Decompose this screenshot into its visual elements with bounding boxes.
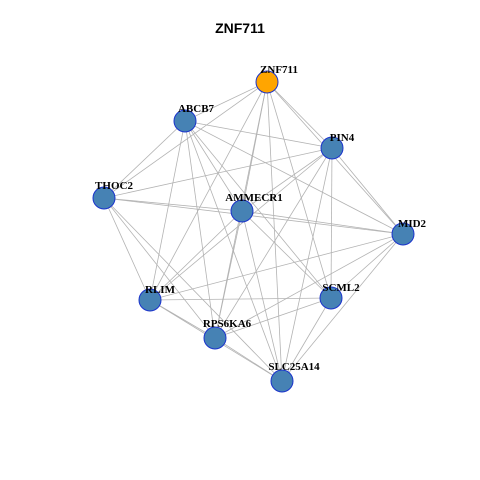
node-rps6ka6[interactable]	[203, 326, 227, 350]
edge-mid2-slc25a14	[281, 233, 404, 382]
edge-pin4-scml2	[330, 147, 333, 299]
edge-ammecr1-scml2	[241, 210, 332, 299]
node-slc25a14[interactable]	[270, 369, 294, 393]
node-label-rps6ka6: RPS6KA6	[203, 318, 252, 330]
edge-mid2-rlim	[149, 233, 404, 301]
node-abcb7[interactable]	[173, 109, 197, 133]
edge-pin4-slc25a14	[281, 147, 333, 382]
edge-mid2-rps6ka6	[214, 233, 404, 339]
edge-thoc2-rps6ka6	[103, 197, 216, 339]
node-thoc2[interactable]	[92, 186, 116, 210]
edge-thoc2-ammecr1	[103, 197, 243, 212]
edge-znf711-rlim	[149, 81, 268, 301]
edge-znf711-thoc2	[103, 81, 268, 199]
node-label-scml2: SCML2	[322, 282, 360, 294]
node-label-mid2: MID2	[398, 218, 427, 230]
edge-abcb7-pin4	[184, 120, 333, 149]
page-title: ZNF711	[215, 20, 265, 36]
edge-thoc2-mid2	[103, 197, 404, 235]
node-label-abcb7: ABCB7	[178, 103, 215, 115]
node-mid2[interactable]	[391, 222, 415, 246]
edge-thoc2-rlim	[103, 197, 151, 301]
edge-pin4-thoc2	[103, 147, 333, 199]
edge-ammecr1-rlim	[149, 210, 243, 301]
edge-mid2-scml2	[330, 233, 404, 299]
edge-pin4-ammecr1	[241, 147, 333, 212]
node-label-znf711: ZNF711	[260, 64, 298, 76]
edge-ammecr1-slc25a14	[241, 210, 283, 382]
edge-znf711-abcb7	[184, 81, 268, 122]
edge-znf711-scml2	[266, 81, 332, 299]
edge-thoc2-slc25a14	[103, 197, 283, 382]
node-label-pin4: PIN4	[330, 132, 355, 144]
edge-abcb7-rlim	[149, 120, 186, 301]
node-ammecr1[interactable]	[230, 199, 254, 223]
edge-ammecr1-mid2	[241, 210, 404, 235]
edge-scml2-rps6ka6	[214, 297, 332, 339]
edge-znf711-slc25a14	[266, 81, 283, 382]
edge-abcb7-ammecr1	[184, 120, 243, 212]
edge-pin4-mid2	[331, 147, 404, 235]
edge-layer	[103, 81, 404, 382]
edge-scml2-slc25a14	[281, 297, 332, 382]
node-label-rlim: RLIM	[145, 284, 176, 296]
node-label-slc25a14: SLC25A14	[268, 361, 320, 373]
edge-abcb7-thoc2	[103, 120, 186, 199]
edge-abcb7-rps6ka6	[184, 120, 216, 339]
edge-pin4-rlim	[149, 147, 333, 301]
node-rlim[interactable]	[138, 288, 162, 312]
node-scml2[interactable]	[319, 286, 343, 310]
edge-abcb7-mid2	[184, 120, 404, 235]
node-znf711[interactable]	[255, 70, 279, 94]
edge-ammecr1-rps6ka6	[214, 210, 243, 339]
edge-rps6ka6-slc25a14	[214, 337, 283, 382]
node-label-ammecr1: AMMECR1	[225, 192, 282, 204]
edge-znf711-pin4	[266, 81, 333, 149]
edge-rlim-scml2	[149, 297, 332, 301]
node-label-thoc2: THOC2	[95, 180, 133, 192]
node-pin4[interactable]	[320, 136, 344, 160]
edge-pin4-rps6ka6	[214, 147, 333, 339]
